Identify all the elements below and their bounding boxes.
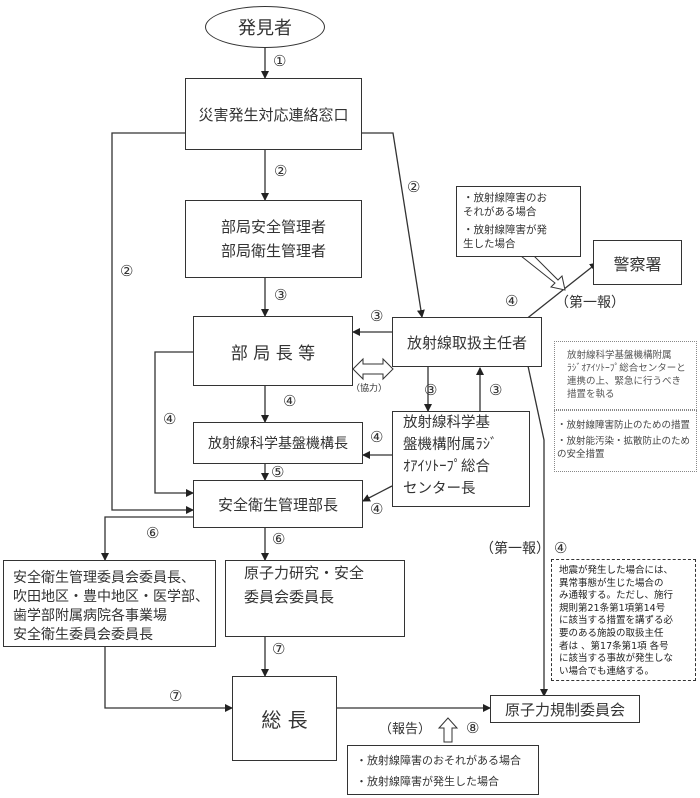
edge-label-first-report-nra: （第一報）	[480, 541, 550, 557]
step-label-3-down: ③	[274, 286, 288, 304]
edge-depthead-safetyhealth	[154, 351, 194, 497]
step-label-4-police: ④	[505, 292, 519, 310]
edge-label-first-report-police: （第一報）	[555, 295, 625, 311]
note-earthquake-line4: 規則第21条第1項第14号	[559, 602, 666, 614]
step-label-4-left: ④	[163, 410, 177, 428]
node-safety-health-dept-head: 安全衛生管理部長	[193, 480, 363, 528]
node-police: 警察署	[593, 240, 682, 285]
node-radiation-chief: 放射線取扱主任者	[392, 317, 542, 367]
node-discoverer-label: 発見者	[238, 18, 292, 39]
node-ri-center-head-line4: センター長	[403, 481, 476, 497]
note-nra-condition-line1: ・放射線障害のおそれがある場合	[356, 754, 521, 767]
note-earthquake-line3: み通報する。ただし、施行	[559, 590, 674, 602]
note-ri-center-actions-line2: ﾗｼﾞｵｱｲｿﾄｰﾌﾟ総合センターと	[567, 363, 686, 374]
node-nuclear-safety-committee: 原子力研究・安全 委員会委員長	[225, 560, 405, 637]
step-label-7-left: ⑦	[169, 687, 183, 705]
note-earthquake-line1: 地震が発生した場合には、	[559, 565, 674, 576]
node-dept-safety-manager-line2: 部局衛生管理者	[220, 242, 326, 260]
node-rad-institute-head-label: 放射線科学基盤機構長	[208, 436, 348, 452]
edge-safetyhealth-committees	[101, 516, 193, 561]
note-earthquake-line7: 者は 、第17条第1項 各号	[559, 640, 669, 652]
note-earthquake-line9: い場合でも連絡する。	[559, 665, 655, 677]
note-ri-center-action-list-line3: の安全措置	[557, 449, 605, 460]
note-ri-center-actions: 放射線科学基盤機構附属 ﾗｼﾞｵｱｲｿﾄｰﾌﾟ総合センターと 連携の上、緊急に行…	[554, 341, 697, 410]
note-earthquake-line2: 異常事態が生じた場合の	[559, 577, 664, 589]
step-label-2-right: ②	[407, 178, 421, 196]
edge-committees-president	[104, 647, 233, 712]
node-committee-chairs-line4: 安全衛生委員会委員長	[13, 627, 153, 643]
node-contact-window-label: 災害発生対応連絡窓口	[198, 105, 349, 124]
node-president-label: 総 長	[261, 708, 308, 732]
note-ri-center-actions-line1: 放射線科学基盤機構附属	[567, 350, 672, 361]
node-ri-center-head-line2: 盤機構附属ﾗｼﾞ	[403, 437, 498, 453]
node-committee-chairs-line3: 歯学部附属病院各事業場	[13, 608, 167, 624]
node-dept-safety-manager: 部局安全管理者 部局衛生管理者	[185, 200, 362, 278]
node-rad-institute-head: 放射線科学基盤機構長	[193, 422, 363, 464]
node-committee-chairs-line2: 吹田地区・豊中地区・医学部、	[13, 589, 209, 605]
node-ri-center-head-line3: ｵｱｲｿﾄｰﾌﾟ総合	[403, 459, 490, 475]
step-label-2-left: ②	[120, 262, 134, 280]
step-label-4-safetyhealth: ④	[370, 500, 384, 518]
step-label-2-down: ②	[274, 162, 288, 180]
note-ri-center-action-list-line2: ・放射能汚染・拡散防止のため	[557, 436, 691, 447]
step-label-3-ri-down: ③	[424, 381, 438, 399]
step-label-7-down: ⑦	[272, 640, 286, 658]
node-nra-label: 原子力規制委員会	[504, 700, 625, 719]
note-police-condition-line2: それがある場合	[463, 206, 537, 218]
note-ri-center-actions-line3: 連携の上、緊急に行うべき	[567, 376, 682, 387]
step-label-6-left: ⑥	[146, 524, 160, 542]
step-label-1: ①	[273, 52, 287, 70]
node-nuclear-safety-committee-line1: 原子力研究・安全	[244, 564, 365, 582]
edge-contact-safetyhealth	[111, 132, 194, 514]
note-earthquake: 地震が発生した場合には、 異常事態が生じた場合の み通報する。ただし、施行 規則…	[551, 559, 696, 681]
note-police-condition-line1: ・放射線障害のお	[463, 192, 547, 204]
edge-ricenter-safetyhealth	[362, 485, 393, 502]
edge-radchief-nra	[527, 365, 548, 697]
note-ri-center-action-list-line1: ・放射線障害防止のための措置	[557, 420, 691, 431]
node-dept-head: 部 局 長 等	[193, 316, 353, 386]
node-discoverer: 発見者	[205, 6, 325, 48]
edge-radchief-police	[524, 262, 598, 321]
edge-label-cooperation: （協力）	[351, 384, 388, 394]
note-police-condition-line3: ・放射線障害が発	[463, 224, 547, 236]
node-committee-chairs: 安全衛生管理委員会委員長、 吹田地区・豊中地区・医学部、 歯学部附属病院各事業場…	[3, 560, 216, 647]
cooperation-double-arrow	[352, 357, 394, 381]
step-label-5: ⑤	[271, 463, 285, 481]
node-dept-head-label: 部 局 長 等	[230, 343, 316, 364]
node-president: 総 長	[232, 676, 337, 761]
note-earthquake-line8: に該当する事故が発生しな	[559, 653, 674, 665]
note-ri-center-actions-line4: 措置を執る	[567, 389, 615, 400]
node-contact-window: 災害発生対応連絡窓口	[185, 78, 362, 150]
step-label-3-radchief: ③	[370, 307, 384, 325]
step-label-3-ri-up: ③	[489, 381, 503, 399]
node-police-label: 警察署	[613, 254, 662, 274]
step-label-8: ⑧	[466, 719, 480, 737]
node-ri-center-head: 放射線科学基 盤機構附属ﾗｼﾞ ｵｱｲｿﾄｰﾌﾟ総合 センター長	[392, 411, 530, 507]
node-radiation-chief-label: 放射線取扱主任者	[406, 333, 527, 352]
note-ri-center-action-list: ・放射線障害防止のための措置 ・放射能汚染・拡散防止のため の安全措置	[554, 410, 697, 472]
note-police-condition: ・放射線障害のお それがある場合 ・放射線障害が発 生した場合	[456, 186, 581, 257]
node-dept-safety-manager-line1: 部局安全管理者	[220, 218, 326, 236]
note-police-condition-line4: 生した場合	[463, 238, 516, 250]
note-earthquake-line6: 要のある施設の取扱主任	[559, 627, 664, 639]
step-label-4-nra: ④	[554, 539, 568, 557]
step-label-4-down: ④	[283, 392, 297, 410]
node-nra: 原子力規制委員会	[490, 695, 640, 723]
node-ri-center-head-line1: 放射線科学基	[403, 415, 490, 431]
edge-contact-radchief	[362, 132, 425, 318]
note-nra-condition-line2: ・放射線障害が発生した場合	[356, 775, 499, 788]
report-hollow-arrow	[437, 717, 459, 743]
edge-label-report: （報告）	[379, 722, 432, 737]
note-earthquake-line5: に該当する措置を講ずる必	[559, 615, 674, 627]
node-nuclear-safety-committee-line2: 委員会委員長	[244, 588, 335, 606]
note-nra-condition: ・放射線障害のおそれがある場合 ・放射線障害が発生した場合	[347, 745, 539, 795]
step-label-4-radinst: ④	[370, 428, 384, 446]
node-safety-health-dept-head-label: 安全衛生管理部長	[217, 495, 338, 514]
step-label-6-down: ⑥	[272, 530, 286, 548]
node-committee-chairs-line1: 安全衛生管理委員会委員長、	[13, 570, 195, 586]
